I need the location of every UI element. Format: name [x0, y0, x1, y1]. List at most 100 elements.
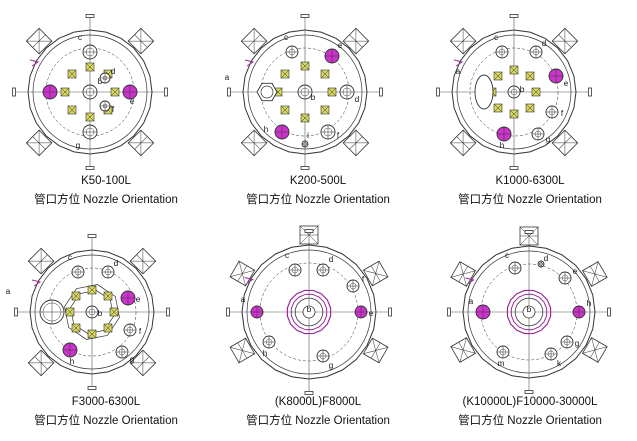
- axis-flange: [14, 307, 18, 317]
- nozzle-label: a: [6, 287, 11, 296]
- orientation-caption: 管口方位 Nozzle Orientation: [246, 415, 390, 427]
- bolt-stud: [525, 71, 535, 81]
- bolt-stud: [509, 109, 519, 119]
- nozzle-inner: [319, 352, 327, 360]
- nozzle: [522, 305, 536, 319]
- flange-clamp: [240, 129, 268, 157]
- bolt-stud: [65, 307, 75, 317]
- bolt-stud: [85, 112, 95, 122]
- nozzle-inner: [323, 127, 333, 137]
- nozzle-inner: [85, 87, 95, 97]
- nozzle-inner: [126, 326, 134, 334]
- bolt-stud: [327, 87, 337, 97]
- orientation-arrow-icon: [465, 277, 475, 285]
- nozzle-inner: [548, 108, 556, 116]
- nozzle-inner: [534, 130, 542, 138]
- nozzle-label: b: [311, 93, 316, 102]
- flange-clamp: [342, 129, 370, 157]
- axis-flange: [166, 307, 170, 317]
- nozzle-inner: [291, 266, 299, 274]
- nozzle-label: f: [112, 105, 115, 114]
- axis-flange: [524, 390, 534, 394]
- axis-flange: [12, 87, 16, 97]
- axis-flange: [227, 87, 231, 97]
- flange-clamp: [551, 129, 579, 157]
- axis-flange: [524, 230, 534, 234]
- axis-flange: [87, 386, 97, 390]
- nozzle-label: g: [575, 339, 579, 348]
- nozzle-inner: [342, 87, 352, 97]
- nozzle-inner: [265, 338, 273, 346]
- nozzle-inner: [349, 282, 357, 290]
- nozzle-label: c: [285, 251, 289, 260]
- orientation-caption: 管口方位 Nozzle Orientation: [458, 194, 602, 206]
- flange-clamp: [362, 337, 389, 364]
- nozzle-label: f: [362, 275, 365, 284]
- bolt-stud: [300, 113, 310, 123]
- nozzle-label: d: [355, 95, 359, 104]
- model-caption: K200-500L: [289, 175, 347, 187]
- flange-clamp: [342, 27, 370, 55]
- nozzle-label: g: [76, 141, 80, 150]
- flange-clamp: [129, 247, 157, 275]
- manhole-ring: [510, 293, 548, 331]
- axis-flange: [436, 87, 440, 97]
- orientation-arrow-icon: [244, 277, 254, 284]
- model-caption: K1000-6300L: [495, 175, 565, 187]
- bolt-stud: [67, 69, 77, 79]
- flange-clamp: [127, 27, 155, 55]
- nozzle-label: a: [469, 297, 474, 306]
- flange-clamp: [127, 129, 155, 157]
- nozzle-hex: [256, 82, 278, 102]
- flange-clamp: [129, 349, 157, 377]
- nozzle-label: f: [337, 131, 340, 140]
- orientation-caption: 管口方位 Nozzle Orientation: [458, 415, 602, 427]
- axis-flange: [85, 166, 95, 170]
- bolt-stud: [85, 62, 95, 72]
- nozzle-label: b: [527, 305, 532, 314]
- orientation-arrow-icon: [453, 59, 464, 67]
- manhole-ring: [294, 297, 324, 327]
- axis-flange: [509, 166, 519, 170]
- nozzle-label: c: [505, 251, 509, 260]
- nozzle-label: e: [136, 295, 141, 304]
- axis-flange: [304, 229, 314, 233]
- nozzle-label: k: [557, 359, 562, 368]
- nozzle-label: e: [564, 79, 569, 88]
- nozzle-label: h: [263, 349, 267, 358]
- bolt-stud: [67, 105, 77, 115]
- nozzle-label: e: [573, 267, 578, 276]
- nozzle-inner: [104, 268, 112, 276]
- nozzle-label: c: [494, 33, 498, 42]
- flange-clamp: [581, 261, 608, 287]
- bolt-stud: [110, 87, 120, 97]
- orientation-arrow-icon: [29, 59, 40, 67]
- nozzle-label: c: [78, 33, 82, 42]
- nozzle-label: g: [329, 361, 333, 370]
- nozzle: [302, 305, 316, 319]
- manhole-ring: [514, 297, 544, 327]
- nozzle-label: d: [542, 39, 546, 48]
- nozzle-inner: [85, 47, 95, 57]
- axis-flange: [588, 87, 592, 97]
- nozzle-label: d: [111, 67, 115, 76]
- axis-flange: [87, 234, 97, 238]
- nozzle-inner: [563, 338, 571, 346]
- nozzle-label: b: [98, 309, 103, 318]
- axis-flange: [304, 391, 314, 395]
- axis-flange: [379, 87, 383, 97]
- axis-flange: [85, 14, 95, 18]
- nozzle-inner: [102, 75, 108, 81]
- flange-clamp: [362, 260, 389, 287]
- nozzle-inner: [539, 262, 543, 266]
- nozzle-bore: [260, 85, 274, 99]
- flange-clamp: [581, 337, 608, 363]
- sight-glass: [474, 74, 494, 110]
- model-caption: F3000-6300L: [71, 396, 141, 408]
- bolt-stud: [280, 69, 290, 79]
- nozzle-label: g: [130, 355, 134, 364]
